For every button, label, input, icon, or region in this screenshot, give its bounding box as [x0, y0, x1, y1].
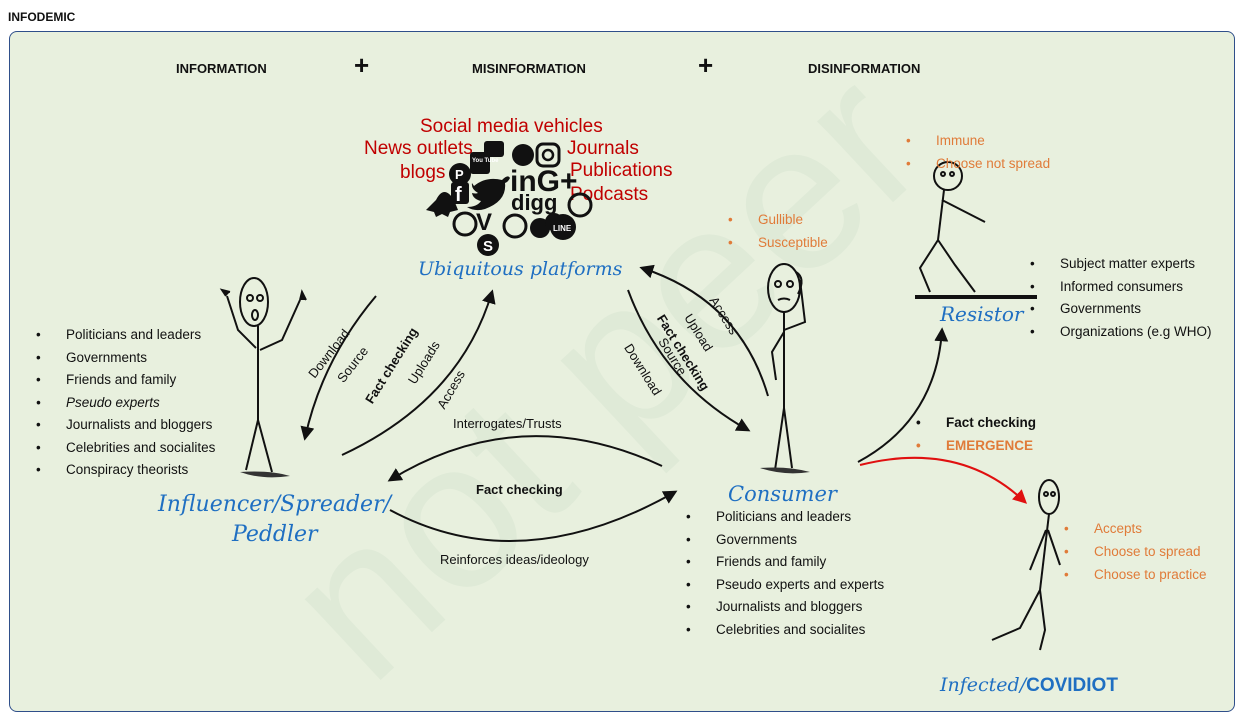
instagram-icon	[535, 142, 561, 168]
node-ubiquitous-platforms: Ubiquitous platforms	[418, 258, 623, 280]
facebook-logo-text: f	[455, 184, 462, 206]
facebook-icon	[451, 182, 469, 204]
ing-logo-text: inG+	[510, 165, 578, 198]
branch-labels: Fact checking EMERGENCE	[916, 412, 1036, 457]
list-item: Pseudo experts	[36, 392, 215, 415]
skype-logo-text: S	[483, 238, 493, 255]
list-item: Governments	[686, 529, 884, 552]
arrow-consumer-to-influencer	[387, 435, 663, 482]
list-item: Choose to practice	[1064, 563, 1207, 586]
plus-sign-1: +	[354, 50, 370, 80]
platform-news-outlets: News outlets	[364, 138, 473, 159]
influencer-figure	[219, 277, 307, 478]
diagram-title: INFODEMIC	[8, 10, 76, 24]
wechat-icon	[530, 218, 550, 238]
node-infected: Infected/COVIDIOT	[940, 674, 1118, 697]
arrow-consumer-to-infected	[859, 456, 1028, 504]
platform-publications: Publications	[570, 160, 673, 181]
consumer-figure	[760, 263, 810, 474]
digg-logo-text: digg	[511, 190, 557, 215]
arrow-influencer-to-consumer	[389, 490, 678, 543]
list-item: Journalists and bloggers	[36, 414, 215, 437]
node-covidiot-label: COVIDIOT	[1026, 675, 1118, 696]
youtube-logo-text: You Tube	[472, 158, 499, 164]
vimeo-logo-text: V	[476, 209, 492, 236]
list-item: Gullible	[728, 208, 828, 231]
snapchat-icon	[426, 192, 458, 217]
label-fact-checking-branch: Fact checking	[916, 412, 1036, 435]
skype-icon	[477, 234, 499, 256]
label-interrogates-trusts: Interrogates/Trusts	[453, 416, 562, 431]
node-resistor: Resistor	[940, 302, 1024, 326]
list-item: Choose not spread	[906, 152, 1050, 175]
list-item: Choose to spread	[1064, 540, 1207, 563]
platform-journals: Journals	[567, 138, 639, 159]
viber-icon	[452, 211, 478, 237]
node-influencer-line2: Peddler	[232, 522, 318, 547]
list-item: Celebrities and socialites	[36, 437, 215, 460]
list-item: Friends and family	[686, 551, 884, 574]
infected-traits: Accepts Choose to spread Choose to pract…	[1064, 517, 1207, 586]
smiley-icon	[502, 213, 528, 239]
phone-icon	[567, 192, 593, 218]
list-item: Accepts	[1064, 517, 1207, 540]
youtube-icon	[470, 152, 490, 174]
label-reinforces-ideas: Reinforces ideas/ideology	[440, 552, 589, 567]
pinterest-logo-text: P	[455, 167, 464, 182]
plus-sign-2: +	[698, 50, 714, 80]
arrow-influencer-to-platforms	[341, 289, 496, 456]
resistor-list: Subject matter experts Informed consumer…	[1030, 253, 1212, 343]
list-item: Pseudo experts and experts	[686, 574, 884, 597]
list-item: Journalists and bloggers	[686, 596, 884, 619]
consumer-traits: Gullible Susceptible	[728, 208, 828, 254]
label-fact-checking-center: Fact checking	[476, 482, 563, 497]
resistor-traits: Immune Choose not spread	[906, 129, 1050, 175]
list-item: Celebrities and socialites	[686, 619, 884, 642]
resistor-figure	[915, 161, 1037, 299]
list-item: Politicians and leaders	[36, 324, 215, 347]
platform-social-media: Social media vehicles	[420, 116, 603, 137]
list-item: Politicians and leaders	[686, 506, 884, 529]
twitter-icon	[467, 176, 510, 211]
list-item: Conspiracy theorists	[36, 459, 215, 482]
list-item: Subject matter experts	[1030, 253, 1212, 276]
chat-bubble-icon	[512, 144, 534, 166]
consumer-list: Politicians and leaders Governments Frie…	[686, 506, 884, 641]
node-influencer-line1: Influencer/Spreader/	[158, 492, 391, 517]
arrow-consumer-to-resistor	[857, 327, 949, 463]
list-item: Friends and family	[36, 369, 215, 392]
node-consumer: Consumer	[728, 482, 837, 506]
list-item: Immune	[906, 129, 1050, 152]
infected-figure	[991, 479, 1061, 651]
list-item: Susceptible	[728, 231, 828, 254]
platform-blogs: blogs	[400, 162, 446, 183]
line-icon	[550, 214, 576, 240]
arrow-consumer-to-platforms	[639, 264, 769, 397]
header-information: INFORMATION	[176, 61, 267, 76]
arrow-platforms-to-consumer	[627, 289, 751, 432]
list-item: Informed consumers	[1030, 276, 1212, 299]
pinterest-icon	[449, 163, 471, 185]
line-logo-text: LINE	[553, 224, 572, 233]
header-misinformation: MISINFORMATION	[472, 61, 586, 76]
label-emergence: EMERGENCE	[916, 435, 1036, 458]
list-item: Governments	[1030, 298, 1212, 321]
header-disinformation: DISINFORMATION	[808, 61, 921, 76]
arrow-platforms-to-influencer	[300, 295, 377, 441]
influencer-list: Politicians and leaders Governments Frie…	[36, 324, 215, 482]
list-item: Organizations (e.g WHO)	[1030, 321, 1212, 344]
list-item: Governments	[36, 347, 215, 370]
node-infected-label: Infected/	[940, 674, 1027, 696]
